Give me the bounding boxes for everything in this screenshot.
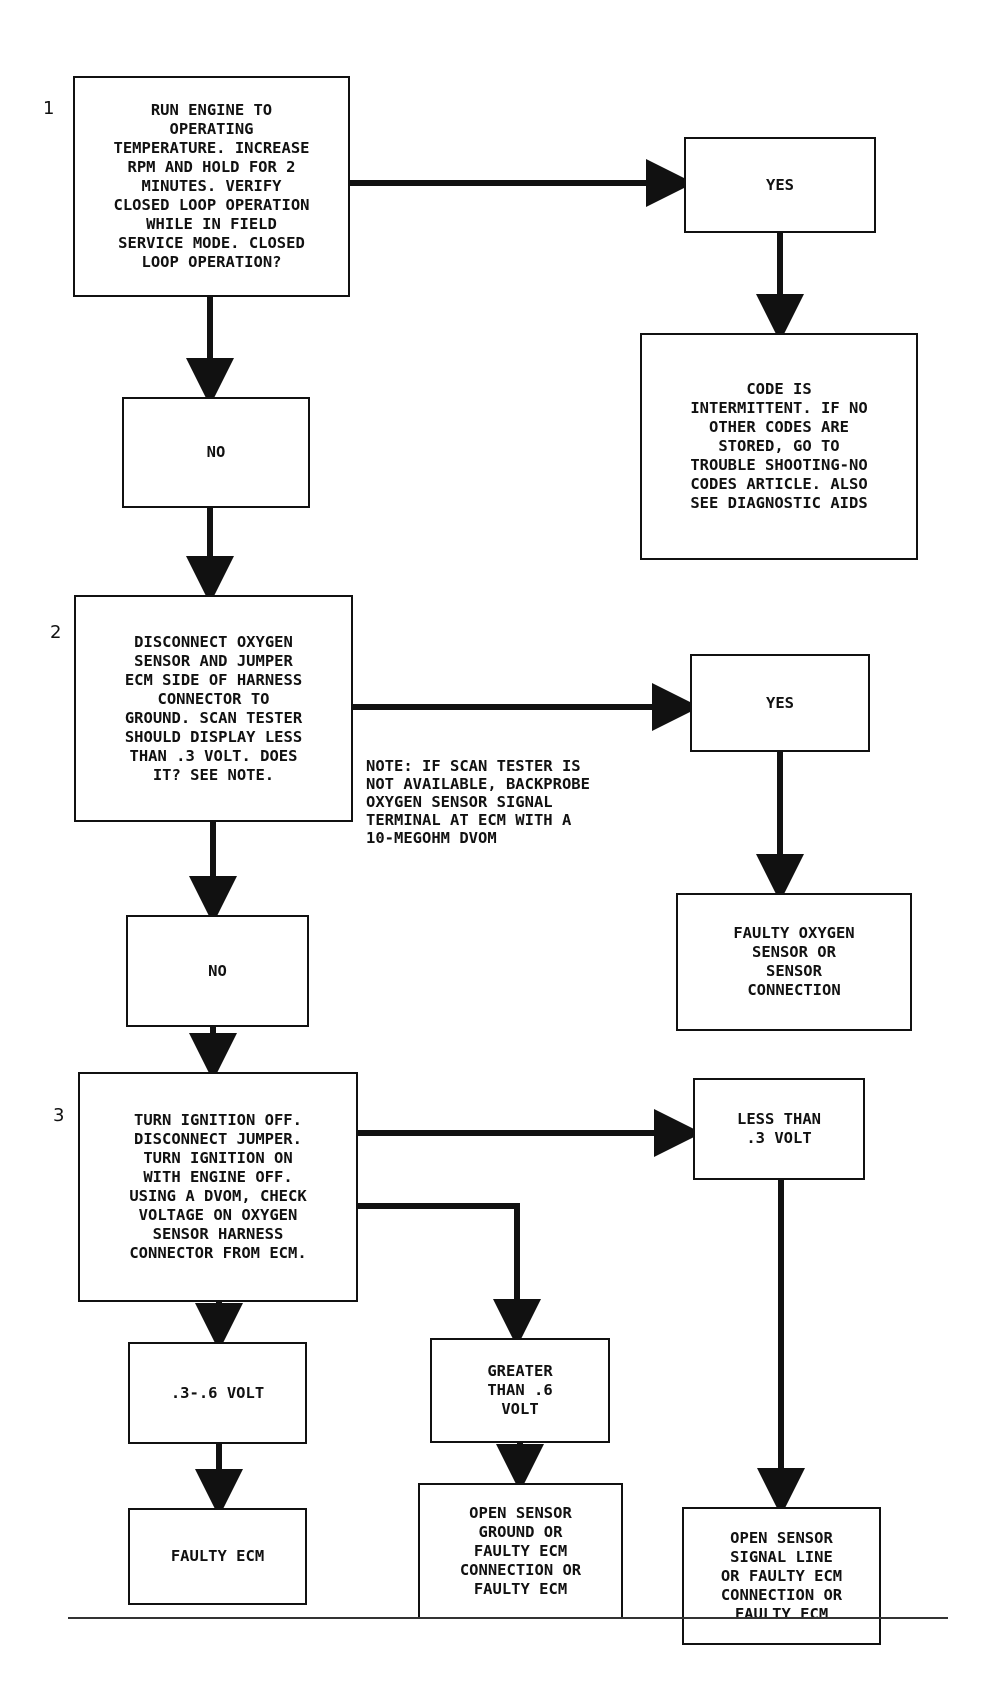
answer-yes-1: YES — [684, 137, 876, 233]
page-divider — [68, 1617, 948, 1619]
result-open-sensor-ground: OPEN SENSOR GROUND OR FAULTY ECM CONNECT… — [418, 1483, 623, 1619]
result-3-to-6-volt: .3-.6 VOLT — [128, 1342, 307, 1444]
answer-yes-2: YES — [690, 654, 870, 752]
arrow-q3-gt6 — [358, 1203, 541, 1347]
step-number-1: 1 — [43, 98, 55, 119]
step-number-3: 3 — [53, 1105, 65, 1126]
result-faulty-ecm: FAULTY ECM — [128, 1508, 307, 1605]
question-closed-loop: RUN ENGINE TO OPERATING TEMPERATURE. INC… — [73, 76, 350, 297]
result-faulty-oxygen-sensor: FAULTY OXYGEN SENSOR OR SENSOR CONNECTIO… — [676, 893, 912, 1031]
question-disconnect-oxygen-sensor: DISCONNECT OXYGEN SENSOR AND JUMPER ECM … — [74, 595, 353, 822]
answer-no-2: NO — [126, 915, 309, 1027]
result-less-than-3-volt: LESS THAN .3 VOLT — [693, 1078, 865, 1180]
question-check-voltage: TURN IGNITION OFF. DISCONNECT JUMPER. TU… — [78, 1072, 358, 1302]
answer-no-1: NO — [122, 397, 310, 508]
scan-tester-note: NOTE: IF SCAN TESTER IS NOT AVAILABLE, B… — [366, 757, 590, 847]
result-open-sensor-signal-line: OPEN SENSOR SIGNAL LINE OR FAULTY ECM CO… — [682, 1507, 881, 1645]
result-greater-than-6-volt: GREATER THAN .6 VOLT — [430, 1338, 610, 1443]
result-code-intermittent: CODE IS INTERMITTENT. IF NO OTHER CODES … — [640, 333, 918, 560]
step-number-2: 2 — [50, 622, 62, 643]
